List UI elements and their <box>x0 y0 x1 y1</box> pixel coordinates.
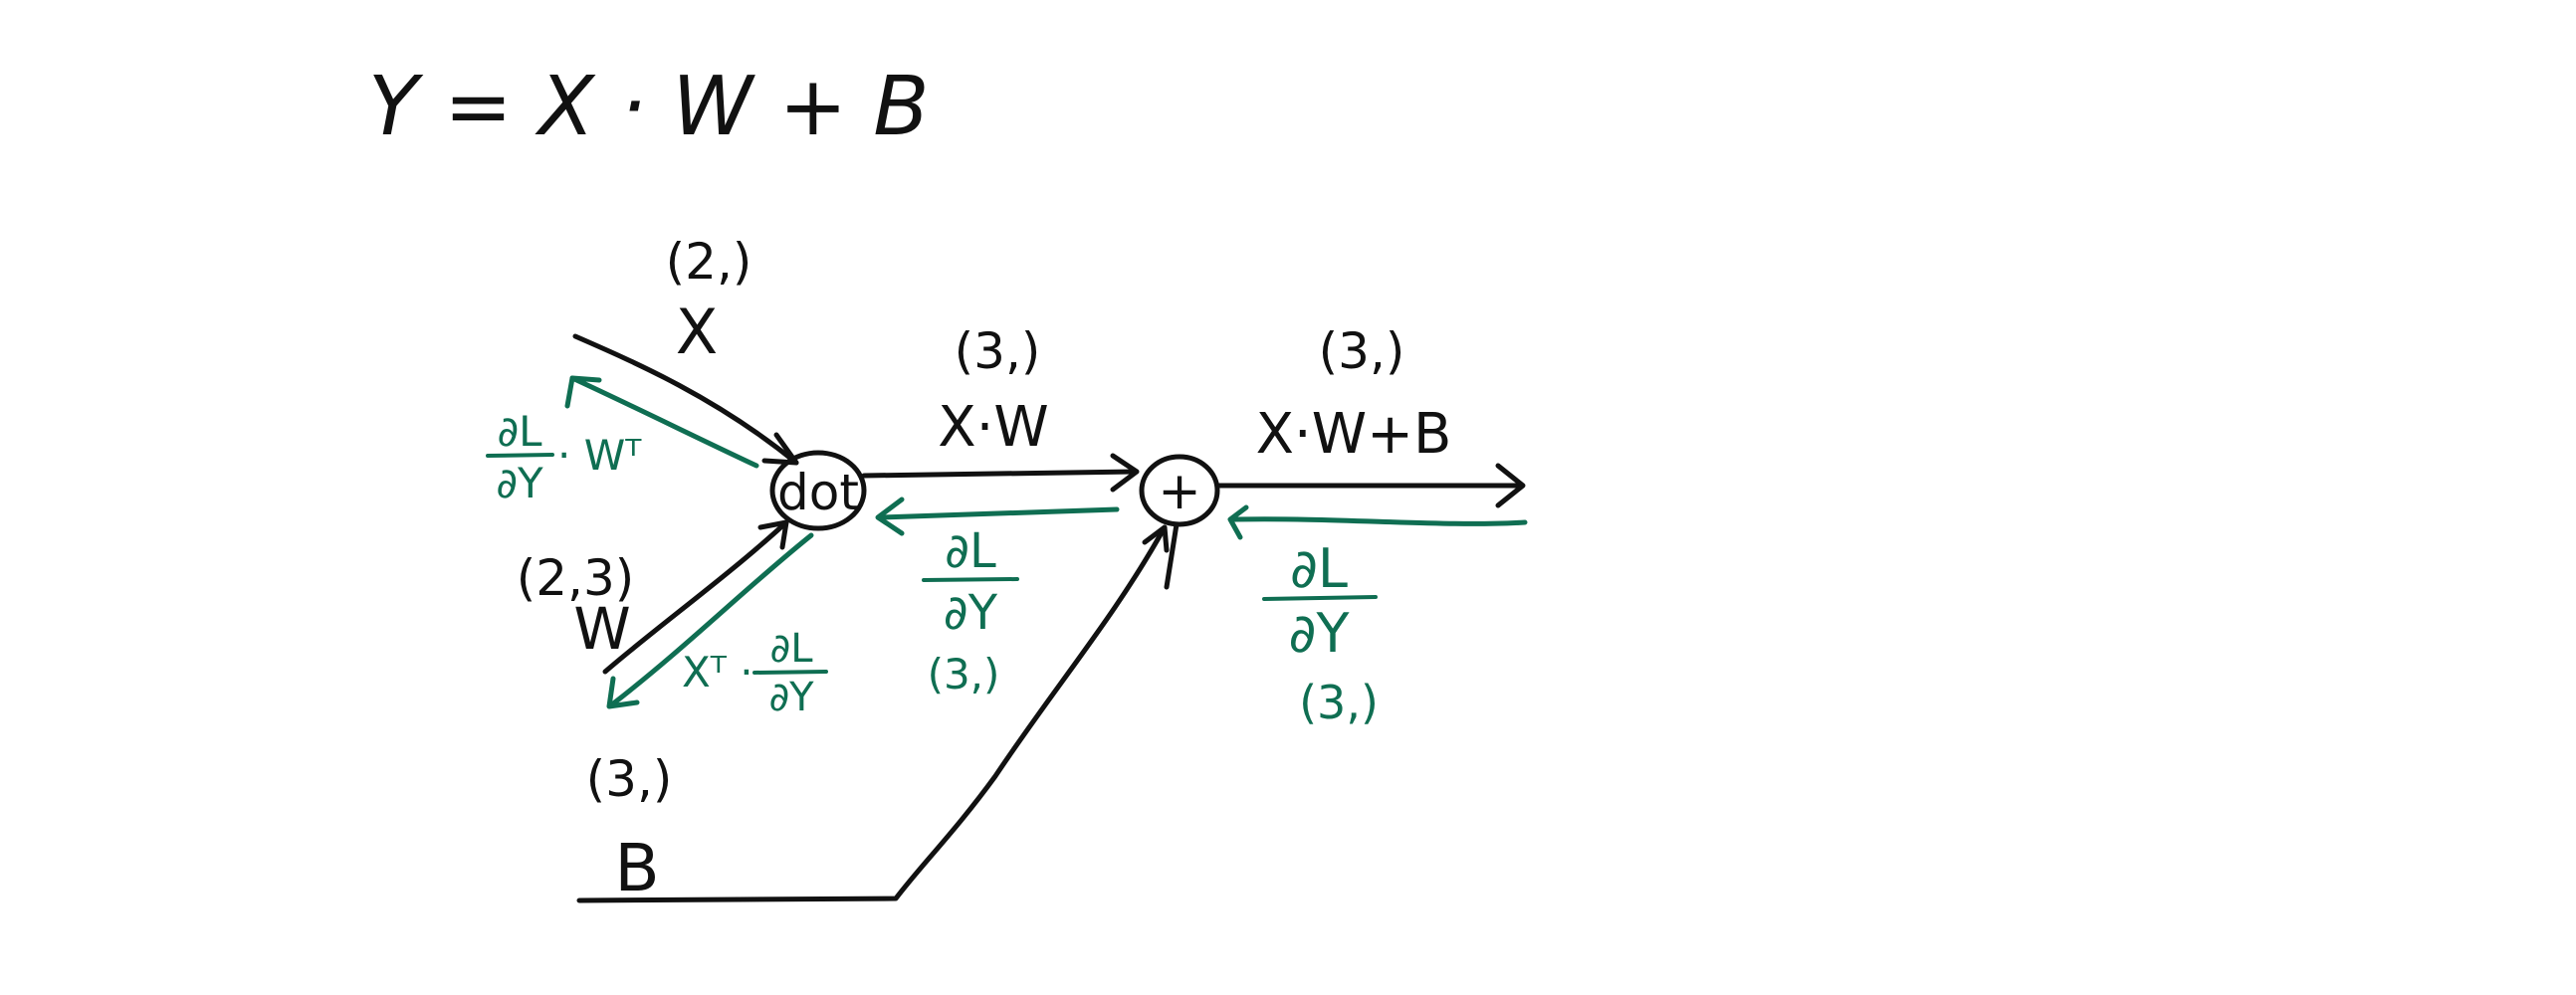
add-node-circle <box>1139 454 1220 527</box>
b-shape-label: (3,) <box>586 750 673 808</box>
w-shape-label: (2,3) <box>517 549 635 607</box>
grad-w-prefix: Xᵀ · <box>682 648 753 696</box>
grad-out-num: ∂L <box>1290 537 1348 600</box>
grad-out-edge <box>1231 516 1528 526</box>
grad-x-arrowhead <box>564 375 602 409</box>
xw-arrowhead <box>1110 453 1140 493</box>
dot-node-label: dot <box>777 464 859 521</box>
w-input-edge <box>602 519 789 675</box>
xw-label: X·W <box>938 395 1049 460</box>
x-shape-label: (2,) <box>666 233 752 291</box>
grad-out-shape: (3,) <box>1299 676 1379 729</box>
equation-title: Y = X · W + B <box>368 60 929 154</box>
x-label: X <box>676 296 718 368</box>
x-input-edge <box>572 333 799 466</box>
grad-out-fraction-bar <box>1262 595 1378 601</box>
grad-out-arrowhead <box>1227 504 1249 540</box>
out-shape-label: (3,) <box>1319 322 1405 380</box>
grad-mid-arrowhead <box>875 497 905 536</box>
xw-shape-label: (3,) <box>955 322 1041 380</box>
grad-mid-den: ∂Y <box>944 585 998 641</box>
grad-x-num: ∂L <box>497 407 542 456</box>
grad-w-fraction-bar <box>752 670 828 675</box>
b-input-arrowhead <box>1142 524 1170 553</box>
grad-w-num: ∂L <box>770 626 814 672</box>
out-label: X·W+B <box>1256 402 1452 467</box>
xw-edge <box>861 469 1138 479</box>
output-arrowhead <box>1495 463 1526 508</box>
w-label: W <box>573 595 630 663</box>
grad-mid-num: ∂L <box>945 523 996 579</box>
grad-x-fraction-bar <box>486 453 554 458</box>
grad-w-den: ∂Y <box>768 675 814 720</box>
grad-x-den: ∂Y <box>496 459 543 507</box>
add-node-label: + <box>1158 462 1201 521</box>
x-input-arrowhead <box>761 432 799 466</box>
b-label: B <box>614 830 659 906</box>
grad-mid-shape: (3,) <box>928 650 1000 698</box>
grad-w-edge <box>609 532 814 707</box>
grad-x-edge <box>569 375 759 469</box>
w-input-arrowhead <box>757 519 789 550</box>
grad-x-suffix: · Wᵀ <box>557 431 642 480</box>
b-input-edge <box>576 524 1168 903</box>
grad-out-den: ∂Y <box>1289 602 1351 665</box>
grad-w-arrowhead <box>606 676 640 709</box>
grad-mid-edge <box>878 506 1120 520</box>
dot-node-circle <box>769 450 867 531</box>
add-node-tail <box>1164 521 1180 590</box>
grad-mid-fraction-bar <box>922 577 1019 582</box>
